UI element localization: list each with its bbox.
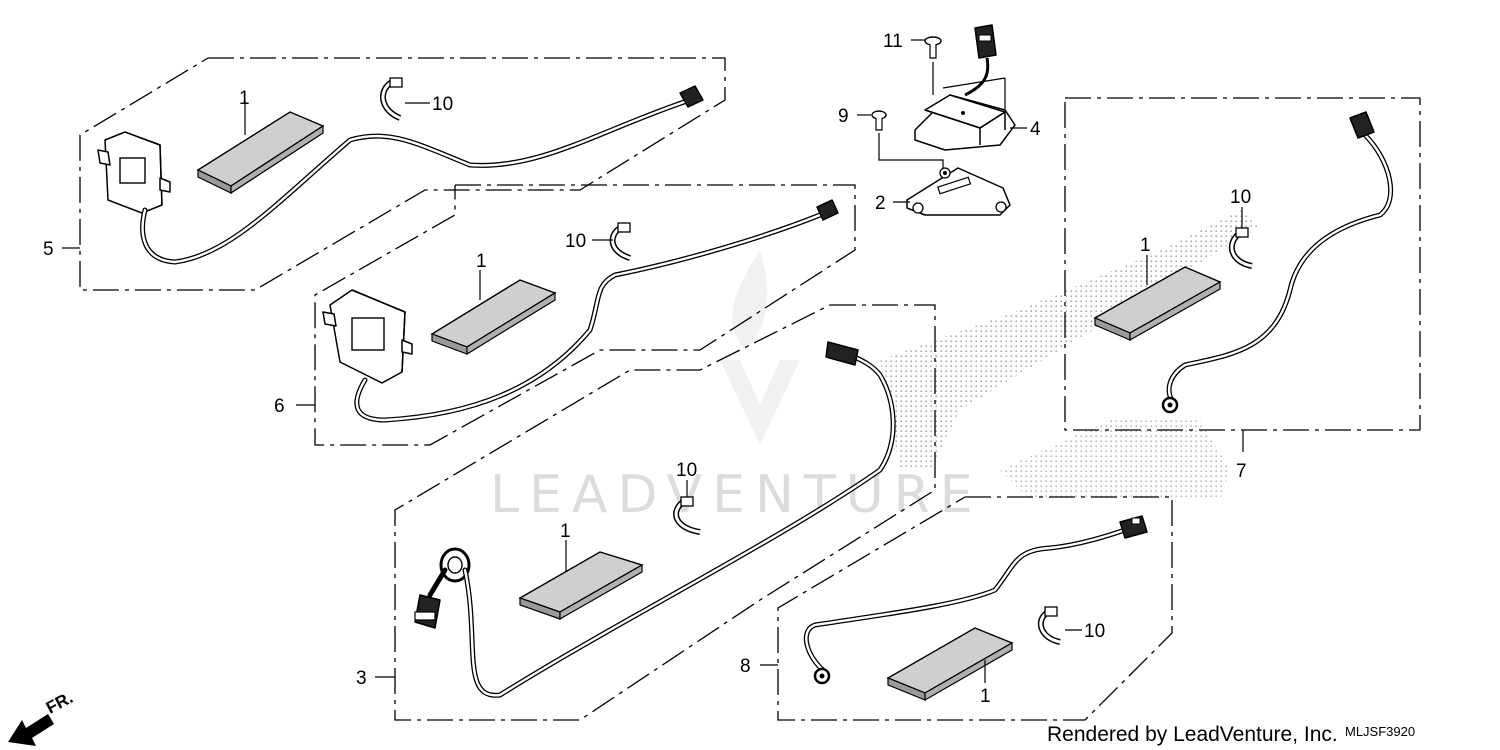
module-pigtail-connector	[964, 24, 997, 97]
group-7-wire-clip	[1228, 227, 1253, 269]
group-7-connector	[1349, 111, 1375, 139]
group-6-wire-clip	[609, 222, 632, 261]
front-arrow-icon	[8, 714, 54, 746]
callout-1: 1	[980, 686, 991, 707]
watermark-text: LEADVENTURE	[490, 465, 983, 525]
callout-8: 8	[740, 656, 751, 677]
front-label: FR.	[43, 688, 76, 718]
callout-11: 11	[883, 31, 903, 52]
group-5-sensor-unit	[97, 131, 171, 214]
callout-1: 1	[1140, 235, 1151, 256]
front-direction-marker: FR.	[8, 688, 76, 746]
rendered-by-text: Rendered by LeadVenture, Inc.	[1047, 723, 1338, 746]
group-8-connector	[1119, 515, 1148, 539]
bolt-9	[871, 110, 887, 131]
group-7-terminal	[1161, 396, 1179, 414]
screw-11	[924, 36, 942, 59]
group-8-sensor-wire-kit: 1 10 8	[740, 496, 1173, 721]
group-8-adhesive-tape	[886, 627, 1014, 702]
watermark-wing-logo	[880, 210, 1260, 500]
callout-1: 1	[239, 88, 250, 109]
callout-1: 1	[476, 251, 487, 272]
mounting-bracket-2	[906, 167, 1011, 216]
group-3-grommet	[439, 547, 471, 583]
diagram-code: MLJSF3920	[1345, 724, 1415, 739]
group-6-connector	[816, 199, 839, 221]
group-7-adhesive-tape	[1093, 266, 1222, 342]
callout-3: 3	[356, 668, 367, 689]
group-5-sensor-kit: 1 10 5	[43, 57, 726, 291]
footer: Rendered by LeadVenture, Inc. MLJSF3920	[1047, 723, 1415, 746]
callout-9: 9	[838, 106, 849, 127]
group-6-adhesive-tape	[430, 279, 557, 356]
callout-6: 6	[274, 396, 285, 417]
group-7-sensor-wire-kit: 1 10 7	[1064, 97, 1421, 482]
group-5-wire-clip	[380, 77, 403, 121]
callout-1: 1	[560, 521, 571, 542]
group-3-harness-kit: 1 10 3	[356, 304, 936, 721]
watermark-flame-logo	[720, 250, 800, 445]
control-module-4	[914, 94, 1016, 151]
group-5-adhesive-tape	[196, 111, 325, 195]
group-6-sensor-kit: 1 10 6	[274, 184, 856, 446]
group-6-sensor-unit	[322, 289, 413, 384]
callout-7: 7	[1236, 461, 1247, 482]
callout-5: 5	[43, 239, 54, 260]
callout-10: 10	[432, 94, 453, 115]
callout-10: 10	[565, 231, 586, 252]
control-module-assembly: 11 4 9	[838, 24, 1041, 216]
group-8-terminal	[813, 667, 831, 685]
callout-10: 10	[1084, 621, 1105, 642]
group-3-connector-lower	[414, 594, 441, 629]
callout-4: 4	[1030, 119, 1041, 140]
group-8-wire-clip	[1037, 606, 1061, 645]
group-3-adhesive-tape	[518, 551, 644, 621]
group-5-connector	[679, 85, 704, 108]
callout-10: 10	[676, 460, 697, 481]
group-3-connector-upper	[825, 341, 859, 366]
callout-10: 10	[1230, 187, 1251, 208]
callout-2: 2	[875, 193, 886, 214]
